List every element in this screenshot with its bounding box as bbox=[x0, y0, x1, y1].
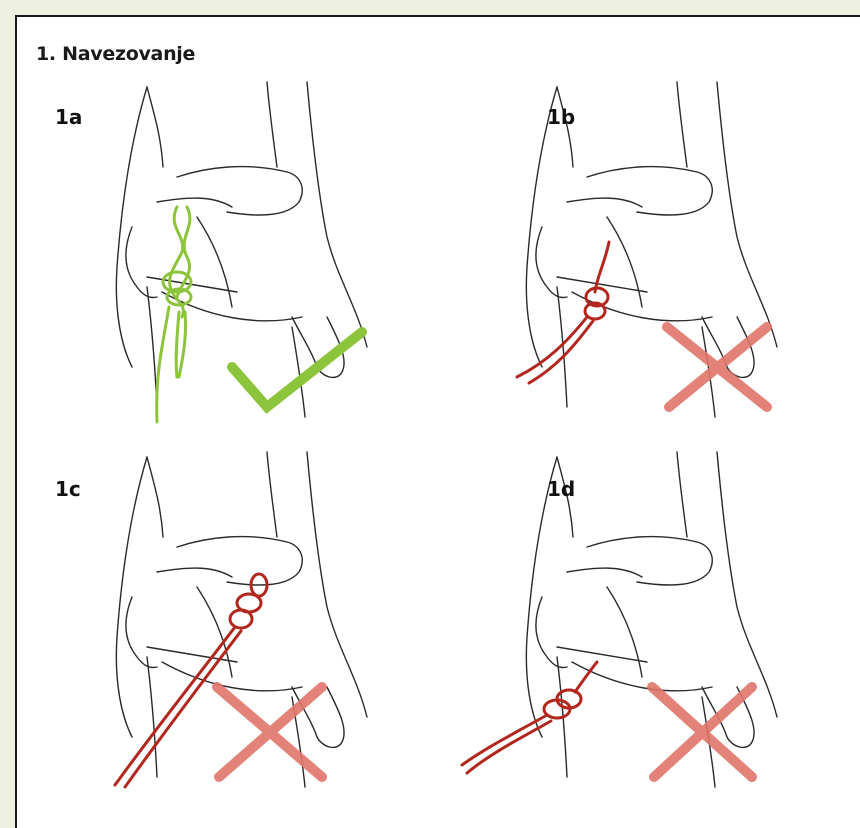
panel-label: 1d bbox=[547, 477, 575, 501]
panel-label: 1b bbox=[547, 105, 575, 129]
panel-1b: 1b bbox=[447, 77, 847, 447]
harness-drawing bbox=[37, 77, 437, 427]
harness-drawing bbox=[447, 447, 847, 797]
panel-1d: 1d bbox=[447, 447, 847, 817]
page-title: 1. Navezovanje bbox=[36, 43, 195, 65]
harness-drawing bbox=[447, 77, 847, 427]
panel-label: 1a bbox=[55, 105, 82, 129]
cross-icon bbox=[217, 687, 322, 777]
panel-1a: 1a bbox=[37, 77, 437, 447]
cross-icon bbox=[667, 327, 767, 407]
panel-label: 1c bbox=[55, 477, 81, 501]
harness-drawing bbox=[37, 447, 437, 797]
illustration-frame: 1. Navezovanje bbox=[15, 15, 860, 828]
panel-1c: 1c bbox=[37, 447, 437, 817]
